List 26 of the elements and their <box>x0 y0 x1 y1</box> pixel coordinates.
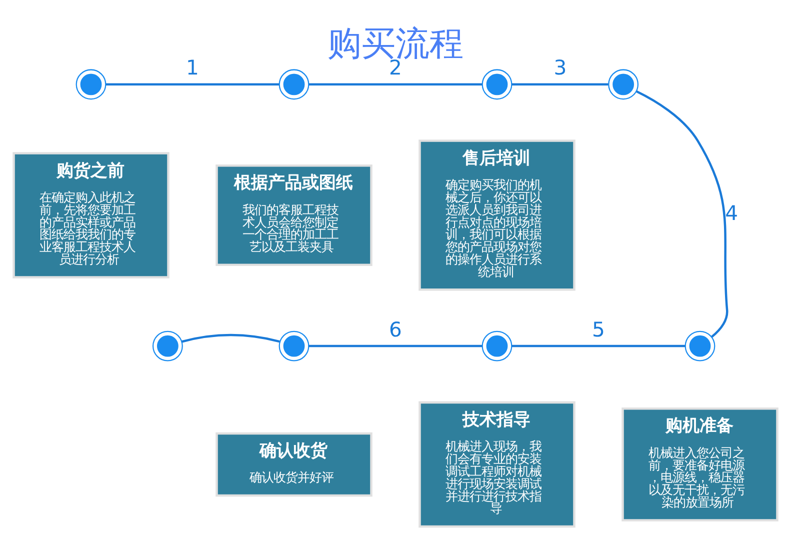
node-circle <box>75 69 106 100</box>
node-circle <box>152 330 182 362</box>
node-circle <box>481 69 512 100</box>
connector <box>511 83 608 86</box>
node-circle <box>278 69 309 100</box>
edge-label: 5 <box>592 317 604 342</box>
connector <box>105 83 279 86</box>
edge-label: 1 <box>186 56 198 80</box>
node-box: 根据产品或图纸 我们的客服工程技术人员会给您制定一个合理的加工工艺以及工装夹具 <box>215 164 372 266</box>
connector <box>181 334 280 343</box>
node-box: 技术指导 机械进入现场，我们会有专业的安装调试工程师对机械进行现场安装调试并进行进行技术指导 <box>418 401 575 528</box>
connector <box>308 344 482 348</box>
node-box: 购机准备 机械进入您公司之前，要准备好电源，电源线，稳压器以及无干扰，无污染的放置场所 <box>621 408 778 522</box>
node-circle <box>481 330 512 362</box>
node-box: 确认收货 确认收货并好评 <box>215 432 372 497</box>
connector <box>636 90 728 338</box>
connector <box>308 83 482 86</box>
edge-label: 6 <box>388 317 402 342</box>
node-box: 售后培训 确定购买我们的机械之后，你还可以选派人员到我司进行点对点的现场培训，我们可以根据您的产品现场对您的操作人员进行系统培训 <box>418 140 575 291</box>
node-circle <box>608 69 638 100</box>
edge-label: 4 <box>724 201 738 226</box>
node-box: 购货之前 在确定购入此机之前，先将您要加工的产品实样或产品图纸给我我们的专业客服工程技术人员进行分析 <box>12 152 169 278</box>
node-circle <box>278 330 309 362</box>
node-circle <box>684 330 715 362</box>
connector <box>511 344 685 348</box>
edge-label: 3 <box>553 56 566 80</box>
